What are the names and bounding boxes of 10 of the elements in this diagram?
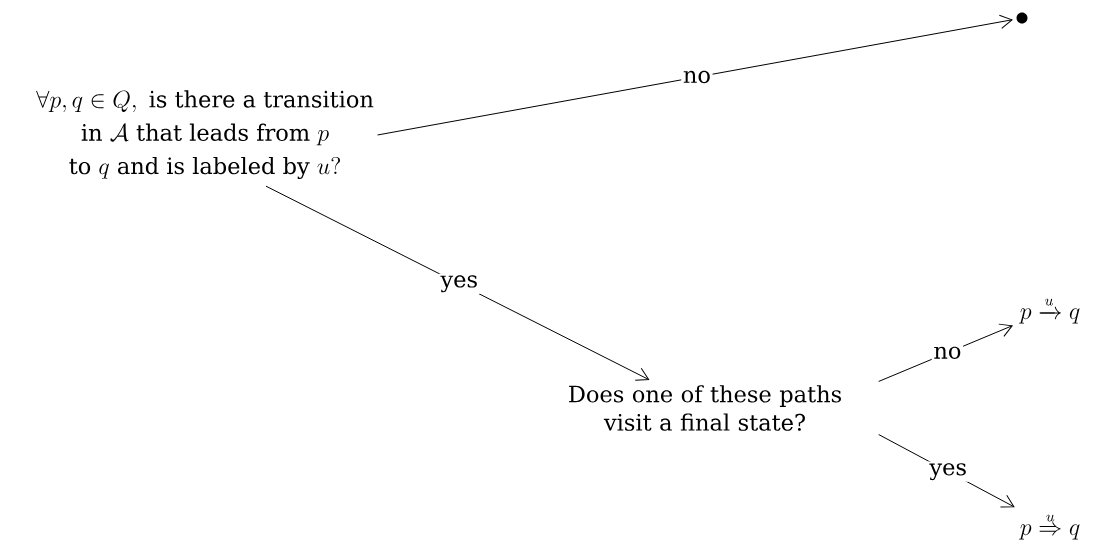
formula-label: $p \overset{u}{\Rightarrow} q$	[1019, 514, 1080, 540]
edge-label: no	[681, 69, 713, 85]
question-text: Does one of these paths visit a final state?	[569, 385, 841, 431]
formula-label: $p \xrightarrow{u} q$	[1019, 298, 1080, 324]
edge-label: no	[931, 344, 964, 361]
arrow	[265, 185, 650, 381]
arrow	[377, 14, 1013, 136]
edge-label: yes	[438, 273, 480, 294]
edge-label: yes	[927, 461, 969, 482]
question-text: $\begin{gathered}\forall p,q\in Q,\text{ is there a transition}\\ \text{in }\mathcal{A}\text{ that leads from }p\\ \text{to }q\text{ and is labeled by }u?\end{gathered}$	[36, 90, 374, 179]
